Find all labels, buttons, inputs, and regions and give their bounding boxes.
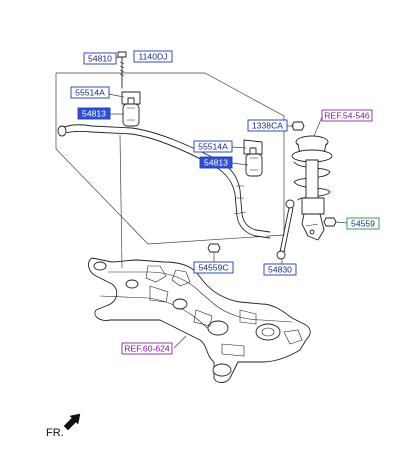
stabilizer-group-outline <box>55 72 285 245</box>
label-55514a-right[interactable]: 55514A <box>193 140 233 153</box>
svg-text:54559: 54559 <box>351 219 375 229</box>
strut-assembly <box>291 135 333 241</box>
svg-text:1338CA: 1338CA <box>252 121 283 131</box>
front-direction-indicator: FR. <box>46 413 81 439</box>
label-ref-60-624[interactable]: REF.60-624 <box>121 342 173 355</box>
label-ref-54-546[interactable]: REF.54-546 <box>321 109 373 122</box>
bolt-1140dj <box>117 51 127 89</box>
front-arrow-icon <box>63 413 81 431</box>
label-1338ca[interactable]: 1338CA <box>247 119 288 132</box>
svg-text:54830: 54830 <box>268 265 292 275</box>
label-54559[interactable]: 54559 <box>346 217 380 230</box>
label-1140dj[interactable]: 1140DJ <box>133 50 173 63</box>
label-55514a-left[interactable]: 55514A <box>70 86 110 99</box>
label-54813-right[interactable]: 54813 <box>199 156 233 169</box>
front-label: FR. <box>46 427 64 439</box>
svg-text:55514A: 55514A <box>75 88 105 98</box>
label-54810[interactable]: 54810 <box>83 52 117 65</box>
svg-text:55514A: 55514A <box>198 142 228 152</box>
label-54813-left[interactable]: 54813 <box>77 107 111 120</box>
label-54830[interactable]: 54830 <box>263 263 297 276</box>
svg-text:54810: 54810 <box>88 54 112 64</box>
svg-text:REF.60-624: REF.60-624 <box>124 344 170 354</box>
nut-54559 <box>323 217 337 227</box>
svg-text:54813: 54813 <box>204 158 228 168</box>
bushing-right <box>243 139 263 177</box>
svg-text:1140DJ: 1140DJ <box>139 52 168 62</box>
nut-54559c <box>207 243 221 253</box>
svg-text:54813: 54813 <box>82 109 106 119</box>
stabilizer-bar <box>57 124 271 239</box>
stabilizer-link <box>276 199 295 260</box>
front-subframe <box>88 257 311 383</box>
svg-text:REF.54-546: REF.54-546 <box>324 111 370 121</box>
label-54559c[interactable]: 54559C <box>193 261 234 274</box>
bushing-left <box>121 91 141 127</box>
svg-text:54559C: 54559C <box>198 263 228 273</box>
